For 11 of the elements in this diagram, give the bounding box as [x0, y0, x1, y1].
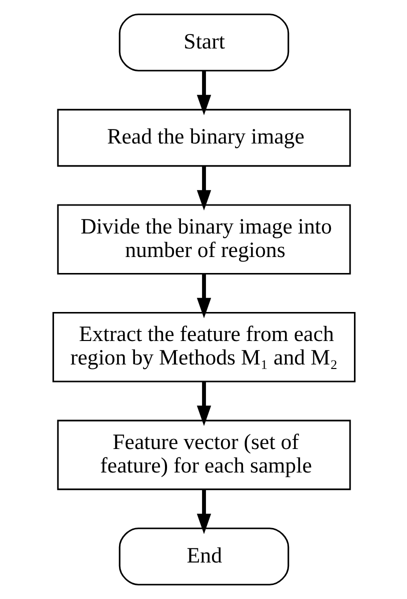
- node-box: Feature vector (set of feature) for each sample: [56, 420, 350, 490]
- node-box: End: [118, 528, 289, 586]
- arrow: [196, 490, 211, 534]
- node-box: Extract the feature from each region by Methods M₁ and M₂: [52, 312, 356, 382]
- node-box: Start: [118, 14, 289, 72]
- arrow: [196, 70, 211, 116]
- arrow: [196, 166, 211, 211]
- arrow: [196, 382, 211, 426]
- arrow: [196, 274, 211, 318]
- node-box: Read the binary image: [56, 108, 350, 167]
- node-box: Divide the binary image into number of regions: [56, 204, 350, 274]
